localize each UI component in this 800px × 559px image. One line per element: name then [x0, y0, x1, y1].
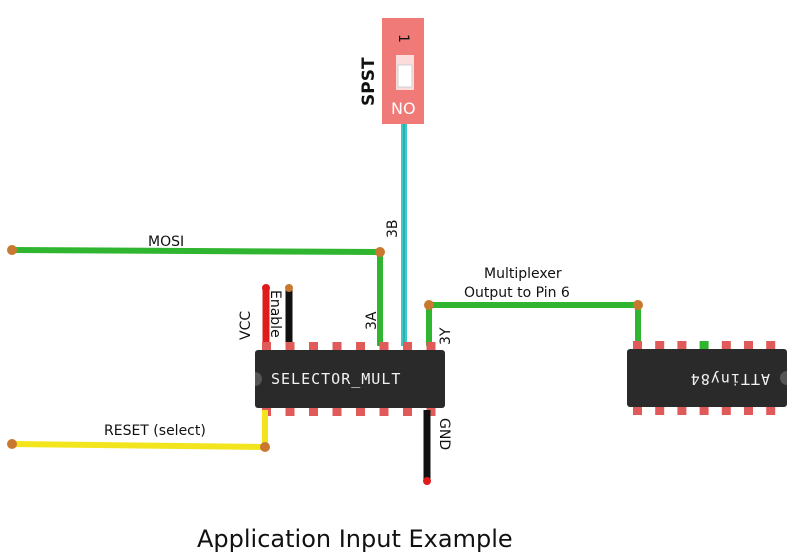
- wire-mosi-bend: [375, 247, 385, 257]
- wire-label-mux-2: Output to Pin 6: [464, 285, 570, 301]
- chip-pin: [356, 407, 365, 416]
- chip-pin: [285, 342, 295, 351]
- chip-pin: [766, 406, 776, 415]
- selector-chip-body: [255, 350, 445, 408]
- selector-chip: SELECTOR_MULT: [255, 342, 445, 416]
- chip-pin: [766, 341, 776, 350]
- wire-enable-end: [285, 284, 293, 292]
- chip-pin: [262, 342, 271, 351]
- chip-pin: [403, 407, 412, 416]
- chip-pin: [633, 341, 642, 350]
- wire-label-mux-1: Multiplexer: [484, 266, 562, 282]
- chip-pin: [699, 406, 709, 415]
- chip-pin: [426, 407, 436, 416]
- attiny-bottom-pins: [633, 406, 776, 415]
- chip-pin: [677, 341, 687, 350]
- chip-pin: [285, 407, 295, 416]
- switch-toggle: [397, 64, 413, 88]
- spst-switch: 1 NO: [382, 18, 424, 124]
- chip-pin: [309, 342, 318, 351]
- attiny-chip-label: ATTiny84: [690, 370, 770, 388]
- pin-label-3b: 3B: [385, 219, 401, 238]
- wire-reset-end: [7, 439, 17, 449]
- chip-pin: [633, 406, 642, 415]
- pin-label-gnd: GND: [436, 418, 452, 450]
- chip-pin: [655, 341, 665, 350]
- wire-label-reset: RESET (select): [104, 423, 206, 439]
- chip-pin: [356, 342, 365, 351]
- chip-pin: [426, 342, 436, 351]
- attiny-chip-notch: [780, 371, 787, 385]
- chip-pin: [403, 342, 412, 351]
- switch-number: 1: [395, 34, 411, 43]
- chip-pin: [721, 341, 731, 350]
- chip-pin: [309, 407, 318, 416]
- chip-pin: [677, 406, 687, 415]
- pin-label-vcc: VCC: [238, 311, 254, 340]
- chip-pin: [744, 341, 753, 350]
- selector-bottom-pins: [262, 407, 436, 416]
- switch-state: NO: [391, 99, 416, 118]
- wire-mosi-end: [7, 245, 17, 255]
- attiny-top-pins: [633, 341, 776, 350]
- wire-mux-bend-1: [424, 300, 434, 310]
- diagram-caption: Application Input Example: [197, 525, 513, 553]
- wire-vcc-end: [262, 284, 270, 292]
- pin-label-3a: 3A: [364, 311, 380, 330]
- wire-mosi: [11, 247, 383, 346]
- chip-pin: [379, 407, 389, 416]
- chip-pin: [332, 342, 342, 351]
- selector-top-pins: [262, 342, 436, 351]
- chip-pin: [699, 341, 709, 350]
- wire-mux-output: [426, 302, 641, 346]
- chip-pin: [744, 406, 753, 415]
- chip-pin: [655, 406, 665, 415]
- selector-chip-label: SELECTOR_MULT: [271, 370, 401, 388]
- chip-pin: [332, 407, 342, 416]
- attiny-chip: ATTiny84: [627, 341, 787, 415]
- attiny-chip-body: [627, 349, 787, 407]
- pin-label-enable: Enable: [267, 290, 283, 338]
- chip-pin: [379, 342, 389, 351]
- selector-chip-notch: [255, 372, 262, 386]
- wire-mux-bend-2: [633, 300, 643, 310]
- pin-label-3y: 3Y: [438, 327, 454, 345]
- wire-gnd-end: [423, 477, 431, 485]
- wire-label-mosi: MOSI: [148, 234, 184, 250]
- chip-pin: [721, 406, 731, 415]
- switch-label: SPST: [359, 57, 379, 106]
- wire-reset-bend: [260, 442, 270, 452]
